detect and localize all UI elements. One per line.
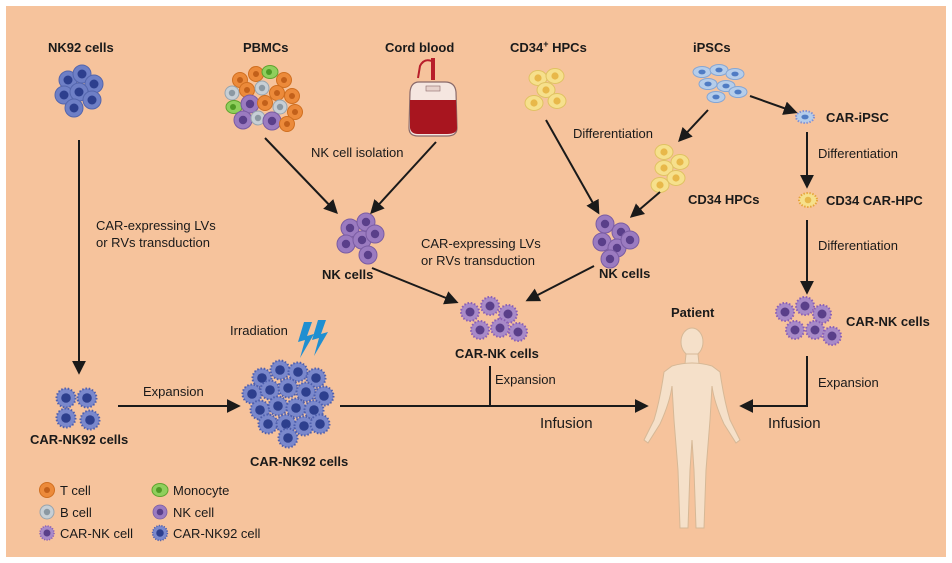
- differentiation-left-label: Differentiation: [573, 126, 653, 141]
- arrow-cord-to-nk: [370, 141, 437, 215]
- legend: T cell B cell CAR-NK cell Monocyte NK ce…: [39, 482, 261, 542]
- expansion-left-label: Expansion: [143, 384, 204, 399]
- differentiation-right-1-label: Differentiation: [818, 146, 898, 161]
- arrow-ipsc-to-cd34-hpcs: [678, 109, 709, 143]
- legend-label-b-cell: B cell: [60, 505, 92, 520]
- nk92-source-label: NK92 cells: [48, 40, 114, 55]
- diagram-background: [6, 6, 946, 557]
- legend-label-car-nk-cell: CAR-NK cell: [60, 526, 133, 541]
- nk-cell-icon: [152, 504, 168, 520]
- legend-label-monocyte: Monocyte: [173, 483, 229, 498]
- differentiation-right-2-label: Differentiation: [818, 238, 898, 253]
- flow-arrows: [72, 95, 814, 413]
- monocyte-icon: [151, 483, 169, 497]
- cd34-car-hpc-cell: [798, 192, 818, 208]
- car-nk-right-label: CAR-NK cells: [846, 314, 930, 329]
- car-nk92-expanded-label: CAR-NK92 cells: [250, 454, 348, 469]
- car-nk92-left-label: CAR-NK92 cells: [30, 432, 128, 447]
- nk-cells-right-label: NK cells: [599, 266, 650, 281]
- nk-isolation-label: NK cell isolation: [311, 145, 404, 160]
- arrow-cd34-hpcs-to-nk: [629, 191, 661, 218]
- infusion-right-label: Infusion: [768, 415, 821, 432]
- arrow-nk-left-to-car-nk: [371, 267, 459, 305]
- patient-body-icon: [643, 327, 741, 529]
- transduction-left-line-2: or RVs transduction: [96, 235, 210, 250]
- t-cell-icon: [39, 482, 55, 498]
- cd34-car-hpc-label: CD34 CAR-HPC: [826, 193, 923, 208]
- car-ipsc-label: CAR-iPSC: [826, 110, 889, 125]
- cord-blood-source-label: Cord blood: [385, 40, 454, 55]
- ipsc-source-label: iPSCs: [693, 40, 731, 55]
- arrow-nk-right-to-car-nk: [525, 265, 595, 302]
- car-nk92-cell-icon: [151, 524, 169, 542]
- pbmc-source-label: PBMCs: [243, 40, 289, 55]
- b-cell-icon: [39, 504, 55, 520]
- arrow-ipsc-to-car-ipsc: [749, 95, 798, 115]
- patient-label: Patient: [671, 305, 715, 320]
- expansion-right-label: Expansion: [818, 375, 879, 390]
- car-nk-center-label: CAR-NK cells: [455, 346, 539, 361]
- lightning-bolt-icon: [298, 320, 328, 358]
- cord-blood-bag-icon: [408, 58, 458, 137]
- transduction-left-line-1: CAR-expressing LVs: [96, 218, 216, 233]
- car-ipsc-cell: [795, 110, 815, 124]
- transduction-center-line-1: CAR-expressing LVs: [421, 236, 541, 251]
- legend-label-t-cell: T cell: [60, 483, 91, 498]
- arrow-pbmc-to-nk: [264, 137, 338, 215]
- cd34-hpcs-source-label: CD34+ HPCs: [510, 39, 587, 55]
- irradiation-label: Irradiation: [230, 323, 288, 338]
- legend-label-nk-cell: NK cell: [173, 505, 214, 520]
- arrow-infusion-right: [739, 356, 808, 413]
- infusion-center-label: Infusion: [540, 415, 593, 432]
- cd34-hpcs-label: CD34 HPCs: [688, 192, 760, 207]
- expansion-center-label: Expansion: [495, 372, 556, 387]
- car-nk-cell-icon: [39, 525, 55, 541]
- nk-cells-left-label: NK cells: [322, 267, 373, 282]
- arrow-cd34-to-nk: [545, 119, 600, 215]
- legend-label-car-nk92-cell: CAR-NK92 cell: [173, 526, 261, 541]
- transduction-center-line-2: or RVs transduction: [421, 253, 535, 268]
